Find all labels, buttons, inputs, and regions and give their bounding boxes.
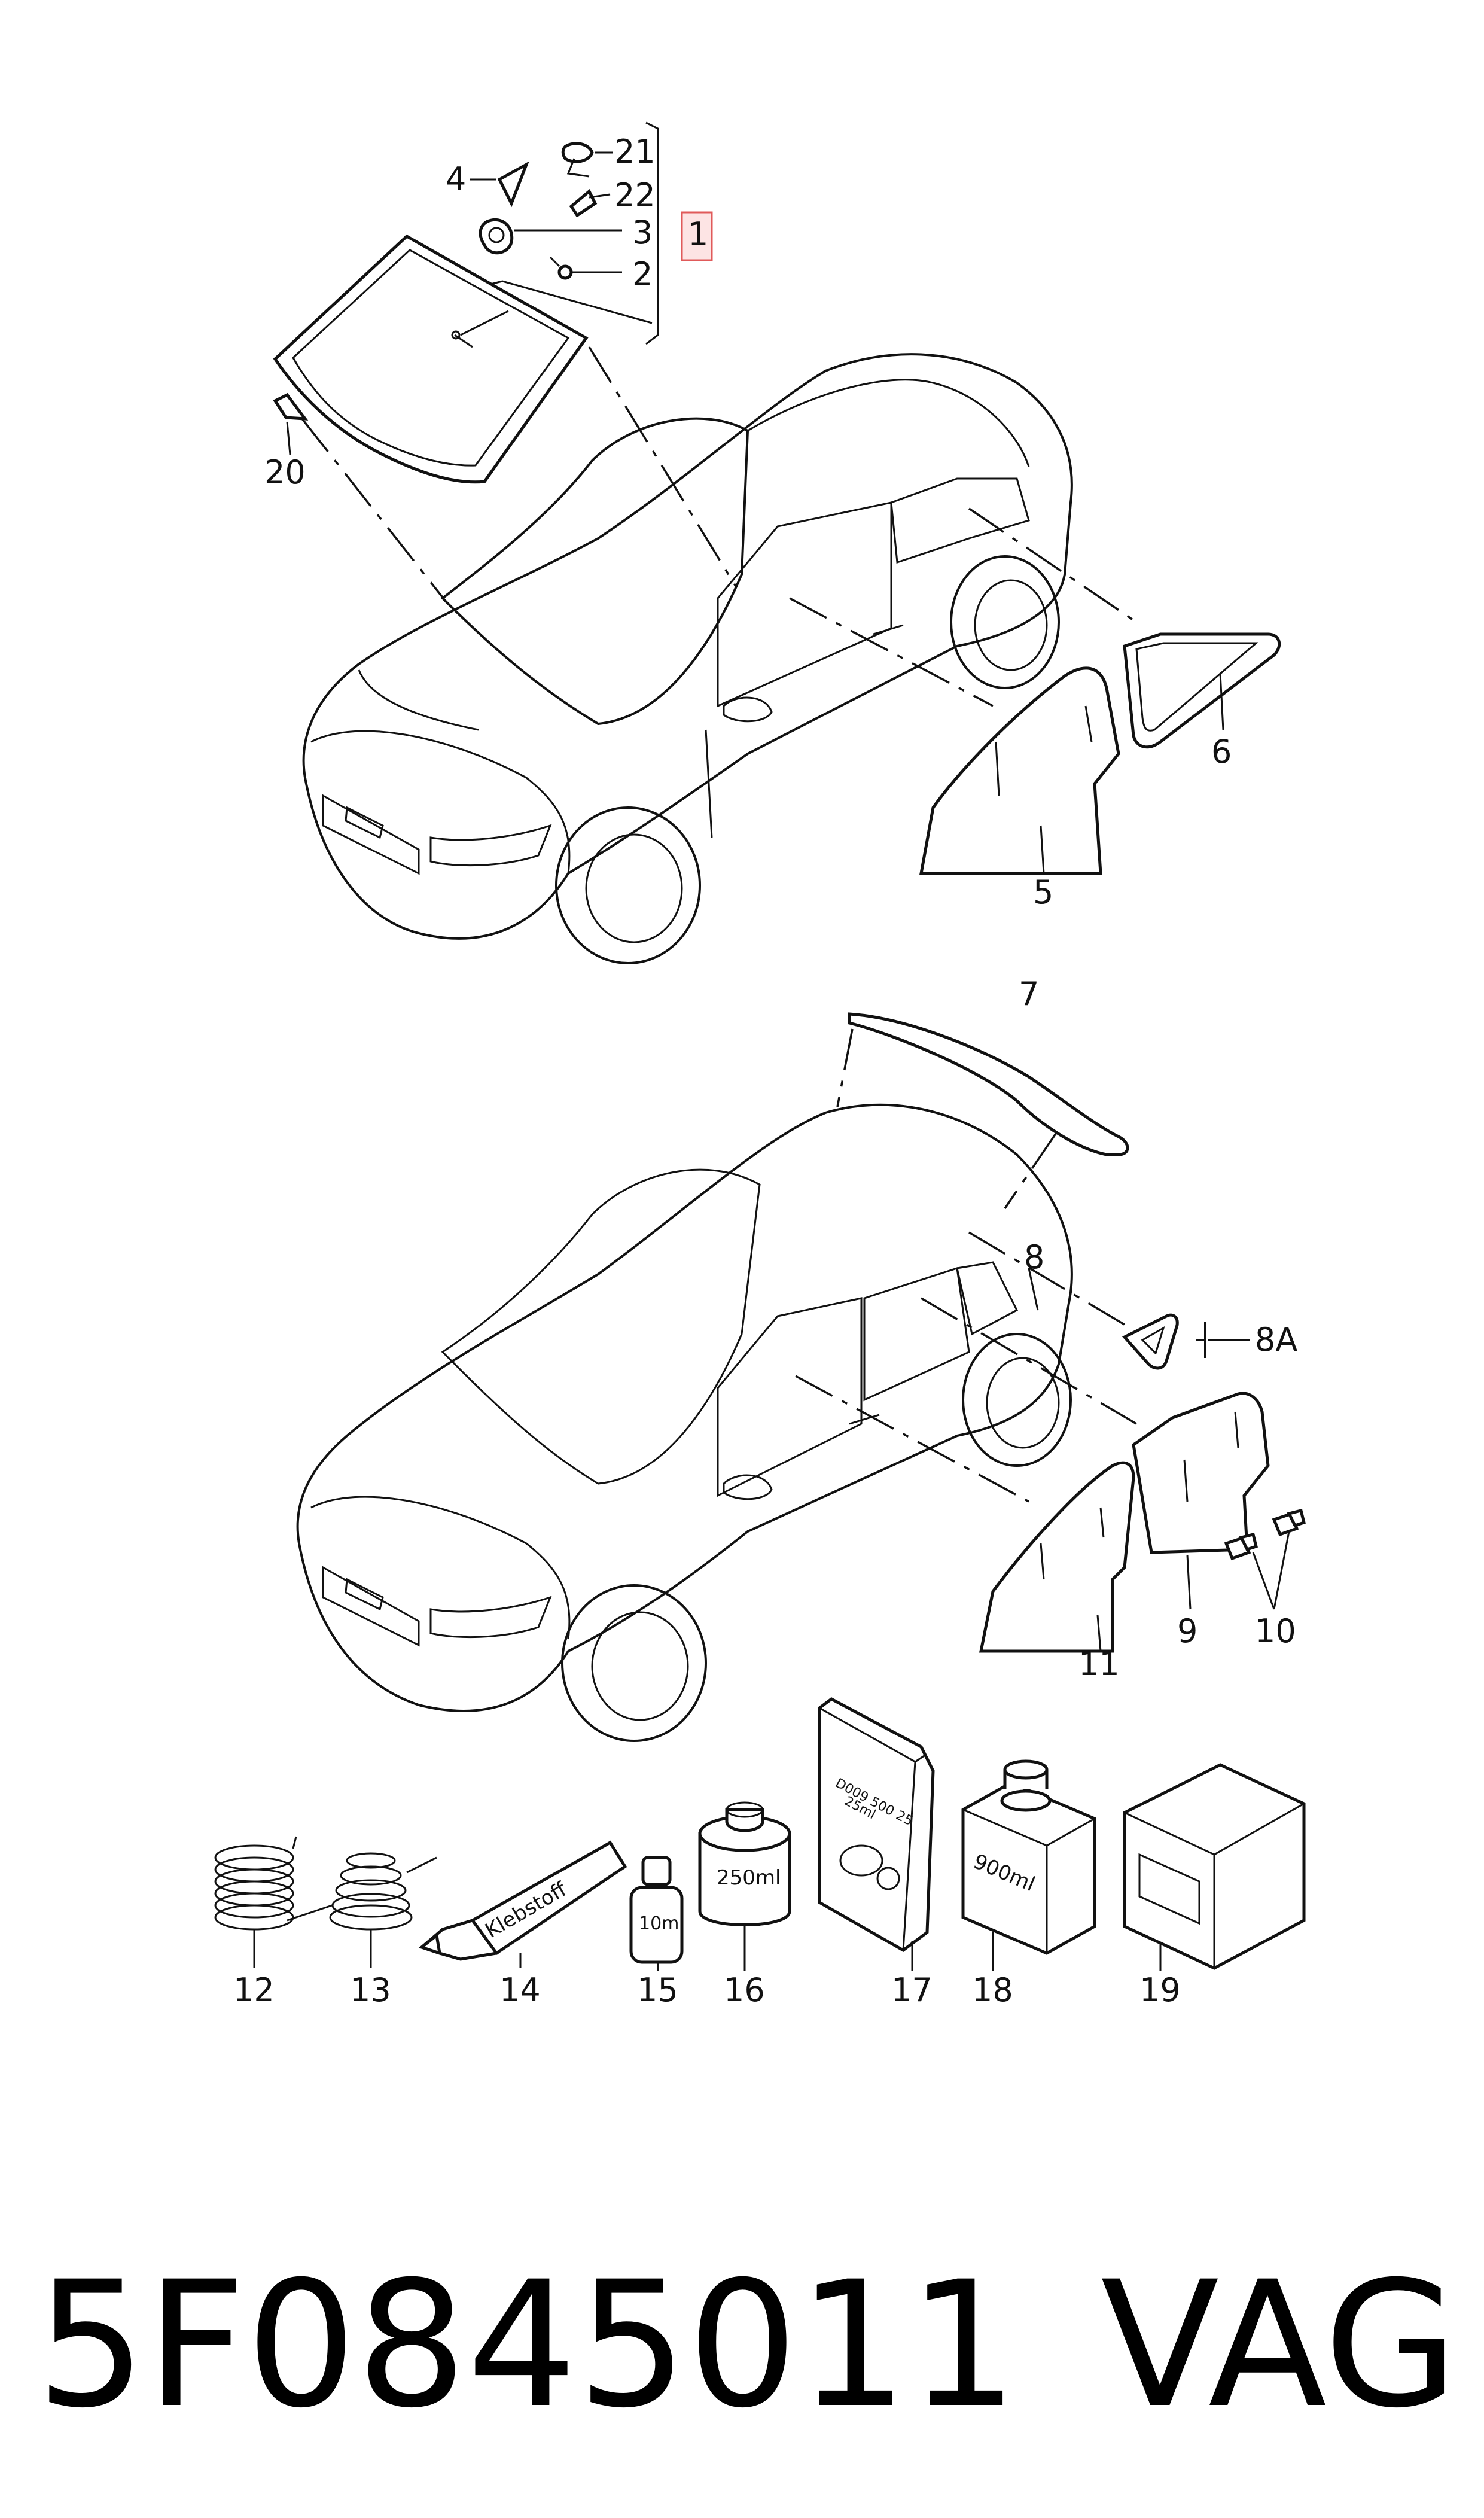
adhesive-tube-part-14: Klebstoff — [418, 1840, 627, 1961]
leader-quarter-6 — [968, 507, 1137, 623]
clip-part-2 — [549, 256, 573, 280]
label-part-13: 13 — [350, 1971, 391, 2009]
leader-windscreen-left — [301, 418, 447, 602]
label-part-20: 20 — [264, 453, 306, 491]
label-part-21: 21 — [614, 133, 656, 170]
mirror-bracket-part-4 — [497, 161, 529, 208]
label-part-15: 15 — [637, 1971, 678, 2009]
footer-part-number: 5F0845011 — [36, 2245, 1019, 2446]
bottle-part-18: 900ml — [961, 1759, 1096, 1955]
seal-part-8a — [1196, 1322, 1206, 1358]
vial-text: 10ml — [639, 1913, 684, 1934]
sensor-part-3 — [479, 218, 514, 255]
rear-window-part-7 — [848, 1012, 1129, 1156]
leader-windscreen-right — [588, 346, 737, 587]
leader-door-9 — [921, 1297, 1137, 1425]
car-coupe-illustration — [302, 353, 1073, 964]
quarter-glass-part-6 — [1123, 632, 1281, 749]
bag-part-17: D009 500 25 25ml — [818, 1697, 935, 1952]
leader-door-5 — [789, 597, 994, 707]
label-part-2: 2 — [632, 255, 653, 293]
leader-lines-middle — [1028, 1268, 1290, 1652]
highlight-box-part-1 — [681, 211, 713, 261]
label-part-10: 10 — [1255, 1612, 1296, 1650]
label-part-8a: 8A — [1255, 1321, 1297, 1359]
label-part-22: 22 — [614, 176, 656, 214]
footer-brand: VAG — [1101, 2245, 1458, 2446]
label-part-17: 17 — [891, 1971, 933, 2009]
label-part-12: 12 — [233, 1971, 275, 2009]
vial-part-15: 10ml — [629, 1856, 684, 1964]
label-part-5: 5 — [1033, 873, 1053, 911]
label-part-19: 19 — [1139, 1971, 1181, 2009]
leader-lines-top — [286, 151, 1224, 874]
door-glass-part-5 — [919, 666, 1120, 875]
box-part-19 — [1123, 1763, 1306, 1970]
label-part-8: 8 — [1024, 1238, 1044, 1276]
windscreen-part — [273, 234, 589, 484]
can-text: 250ml — [717, 1866, 781, 1890]
cover-part-22 — [569, 189, 598, 218]
label-part-11: 11 — [1078, 1645, 1120, 1683]
label-part-18: 18 — [972, 1971, 1013, 2009]
label-part-1: 1 — [688, 215, 708, 253]
door-glass-part-11 — [979, 1461, 1135, 1653]
leader-lines-bottom — [253, 1923, 1162, 1971]
clip-part-21 — [561, 142, 594, 178]
group-bracket — [645, 121, 659, 345]
cord-coil-part-12 — [214, 1836, 297, 1931]
label-part-14: 14 — [499, 1971, 541, 2009]
cone-coil-part-13 — [287, 1852, 437, 1931]
label-part-9: 9 — [1177, 1612, 1197, 1650]
leader-rear-window-right — [1004, 1133, 1057, 1209]
can-part-16: 250ml — [698, 1801, 791, 1926]
label-part-3: 3 — [632, 214, 653, 251]
leader-quarter-8 — [968, 1231, 1131, 1329]
leader-rear-window-left — [836, 1028, 854, 1107]
label-part-7: 7 — [1019, 975, 1039, 1013]
screw-part-10 — [1224, 1508, 1306, 1561]
wedge-part-20 — [273, 392, 309, 421]
quarter-glass-part-8 — [1122, 1313, 1179, 1370]
leader-door-11 — [795, 1375, 1029, 1503]
label-part-16: 16 — [724, 1971, 765, 2009]
car-hatchback-illustration — [296, 1103, 1073, 1742]
label-part-6: 6 — [1211, 733, 1232, 771]
label-part-4: 4 — [446, 160, 466, 198]
door-glass-part-9 — [1132, 1392, 1270, 1554]
